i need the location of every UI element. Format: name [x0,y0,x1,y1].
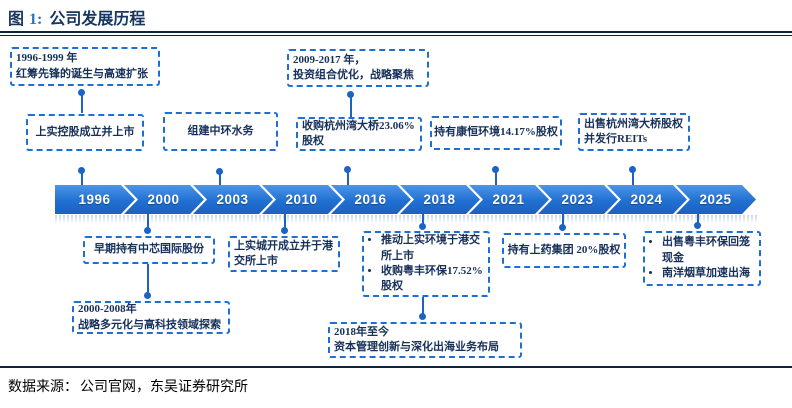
connector-pin [281,214,288,234]
listing-text: 上实控股成立并上市 [35,125,135,138]
kangheng-box: 持有康恒环境14.17%股权 [430,116,562,150]
era3-line1: 2000-2008年 [78,303,137,316]
year-label: 2024 [630,192,663,207]
year-label: 2010 [285,192,318,207]
timeline-arrow-2025: 2025 [676,185,756,214]
year-label: 2016 [354,192,387,207]
year-label: 2023 [561,192,594,207]
sell-2025-box: 出售粤丰环保回笼现金 南洋烟草加速出海 [643,231,761,286]
timeline-arrow-1996: 1996 [55,185,135,214]
era1-line1: 1996-1999 年 [16,52,78,65]
figure-number: 1: [29,11,43,28]
era4-line1: 2018年至今 [334,325,389,338]
connector-pin [629,166,636,186]
bridge-buy-text: 收购杭州湾大桥23.06%股权 [302,119,415,147]
sell-2025-bullet: 出售粤丰环保回笼现金 [662,235,755,266]
connector-pin [144,214,151,234]
pharma-text: 持有上药集团 20%股权 [507,243,621,256]
kangheng-text: 持有康恒环境14.17%股权 [434,126,558,139]
bridge-buy-box: 收购杭州湾大桥23.06%股权 [296,117,422,151]
urban-dev-text: 上实城开成立并于港交所上市 [234,239,333,267]
connector-pin [419,214,426,230]
pharma-box: 持有上药集团 20%股权 [502,233,626,268]
era2-box: 2009-2017 年， 投资组合优化，战略聚焦 [287,49,429,87]
urban-dev-box: 上实城开成立并于港交所上市 [228,236,340,272]
sell-2025-bullet: 南洋烟草加速出海 [662,266,755,281]
env-2018-bullet: 推动上实环境于港交所上市 [381,233,484,264]
timeline-arrow-2000: 2000 [124,185,204,214]
connector-pin [419,297,426,320]
smic-text: 早期持有中芯国际股份 [94,243,204,256]
figure-label: 图 [8,11,25,28]
connector-pin [492,166,499,186]
timeline-reflection [55,215,757,224]
connector-pin [694,214,701,229]
connector-pin [347,91,354,117]
bridge-sell-box: 出售杭州湾大桥股权 并发行REITs [578,113,690,151]
data-source-label: 数据来源： [8,380,78,395]
year-label: 2003 [216,192,249,207]
env-2018-box: 推动上实环境于港交所上市 收购粤丰环保17.52%股权 [362,231,490,297]
listing-box: 上实控股成立并上市 [26,114,144,151]
timeline-arrow-2024: 2024 [607,185,687,214]
era3-line2: 战略多元化与高科技领域探索 [78,318,221,331]
env-2018-bullet: 收购粤丰环保17.52%股权 [381,264,484,295]
era1-box: 1996-1999 年 红筹先锋的诞生与高速扩张 [10,47,160,86]
era2-line1: 2009-2017 年， [293,53,366,66]
timeline-arrow-2016: 2016 [331,185,411,214]
bottom-divider [0,366,792,368]
water-text: 组建中环水务 [187,124,254,137]
water-box: 组建中环水务 [163,112,278,151]
year-label: 2000 [147,192,180,207]
top-divider [0,31,792,36]
bridge-sell-line2: 并发行REITs [584,133,648,145]
connector-pin [216,168,223,186]
era2-line2: 投资组合优化，战略聚焦 [293,69,414,81]
connector-pin [78,89,85,113]
connector-pin [559,214,566,231]
timeline-arrow-2010: 2010 [262,185,342,214]
timeline-arrow-2018: 2018 [400,185,480,214]
year-label: 2018 [423,192,456,207]
connector-pin [78,167,85,186]
year-label: 2025 [699,192,732,207]
data-source-text: 公司官网，东吴证券研究所 [80,380,248,395]
era4-box: 2018年至今 资本管理创新与深化出海业务布局 [328,322,522,358]
bridge-sell-line1: 出售杭州湾大桥股权 [584,117,683,130]
figure-title-text: 公司发展历程 [49,11,146,28]
year-label: 1996 [78,192,111,207]
era1-line2: 红筹先锋的诞生与高速扩张 [16,67,148,80]
timeline-arrow-2023: 2023 [538,185,618,214]
connector-pin [144,264,151,299]
timeline-arrow-2003: 2003 [193,185,273,214]
timeline-arrow-2021: 2021 [469,185,549,214]
data-source: 数据来源：公司官网，东吴证券研究所 [8,376,248,396]
connector-pin [344,166,351,186]
era4-line2: 资本管理创新与深化出海业务布局 [334,341,499,353]
smic-box: 早期持有中芯国际股份 [83,236,215,264]
era3-box: 2000-2008年 战略多元化与高科技领域探索 [72,301,230,334]
year-label: 2021 [492,192,525,207]
